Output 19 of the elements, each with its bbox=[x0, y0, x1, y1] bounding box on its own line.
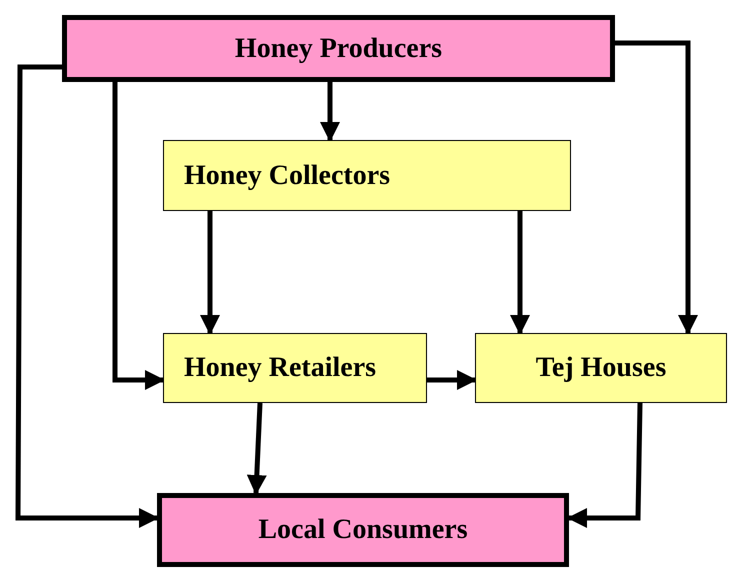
arrow bbox=[200, 211, 220, 335]
process-box bbox=[157, 493, 569, 567]
arrow bbox=[427, 370, 477, 390]
arrow bbox=[246, 402, 267, 495]
arrow bbox=[615, 40, 698, 335]
arrow bbox=[320, 82, 340, 142]
box-label: Honey Producers bbox=[234, 32, 442, 66]
process-box bbox=[62, 15, 615, 82]
box-label: Local Consumers bbox=[258, 513, 468, 547]
arrow bbox=[567, 402, 642, 528]
process-box bbox=[163, 140, 571, 211]
process-box bbox=[475, 333, 727, 403]
box-label: Honey Collectors bbox=[184, 158, 390, 192]
arrow bbox=[15, 64, 159, 528]
arrow bbox=[510, 211, 530, 335]
box-label: Honey Retailers bbox=[184, 351, 376, 385]
box-label: Tej Houses bbox=[536, 351, 666, 385]
arrow bbox=[112, 82, 165, 390]
process-box bbox=[163, 333, 427, 403]
